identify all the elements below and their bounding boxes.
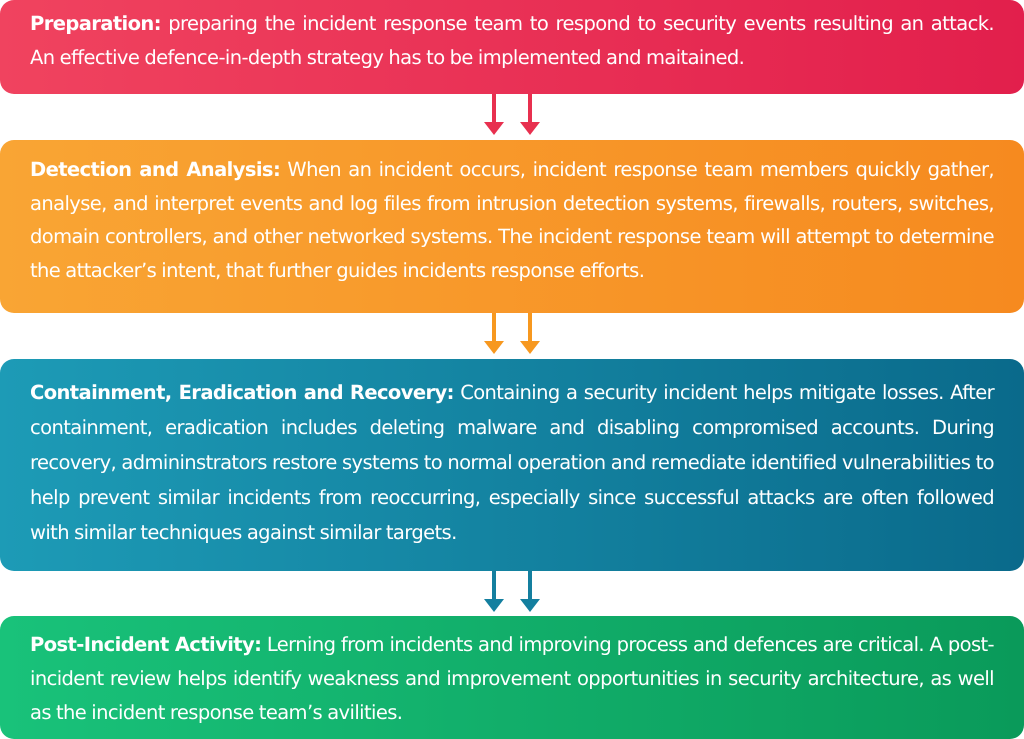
step-preparation-term: Preparation: (30, 12, 162, 35)
step-detection-analysis-text: When an incident occurs, incident respon… (30, 158, 995, 282)
double-down-arrow-icon (484, 94, 540, 135)
step-containment-term: Containment, Eradication and Recovery: (30, 381, 454, 404)
step-post-incident-text: Lerning from incidents and improving pro… (30, 633, 995, 724)
step-containment-text: Containing a security incident helps mit… (30, 381, 995, 544)
arrow-pair-detection-to-containment (478, 313, 548, 359)
arrow-pair-containment-to-post-incident (478, 571, 548, 617)
double-down-arrow-icon (484, 313, 540, 354)
step-post-incident-activity: Post-Incident Activity: Lerning from inc… (0, 616, 1024, 739)
step-preparation: Preparation: preparing the incident resp… (0, 0, 1024, 94)
step-containment-eradication-recovery: Containment, Eradication and Recovery: C… (0, 359, 1024, 571)
step-preparation-text: preparing the incident response team to … (30, 12, 995, 69)
double-down-arrow-icon (484, 571, 540, 612)
step-post-incident-term: Post-Incident Activity: (30, 633, 262, 656)
arrow-pair-preparation-to-detection (478, 94, 548, 140)
step-detection-analysis: Detection and Analysis: When an incident… (0, 140, 1024, 313)
step-detection-analysis-term: Detection and Analysis: (30, 158, 281, 181)
